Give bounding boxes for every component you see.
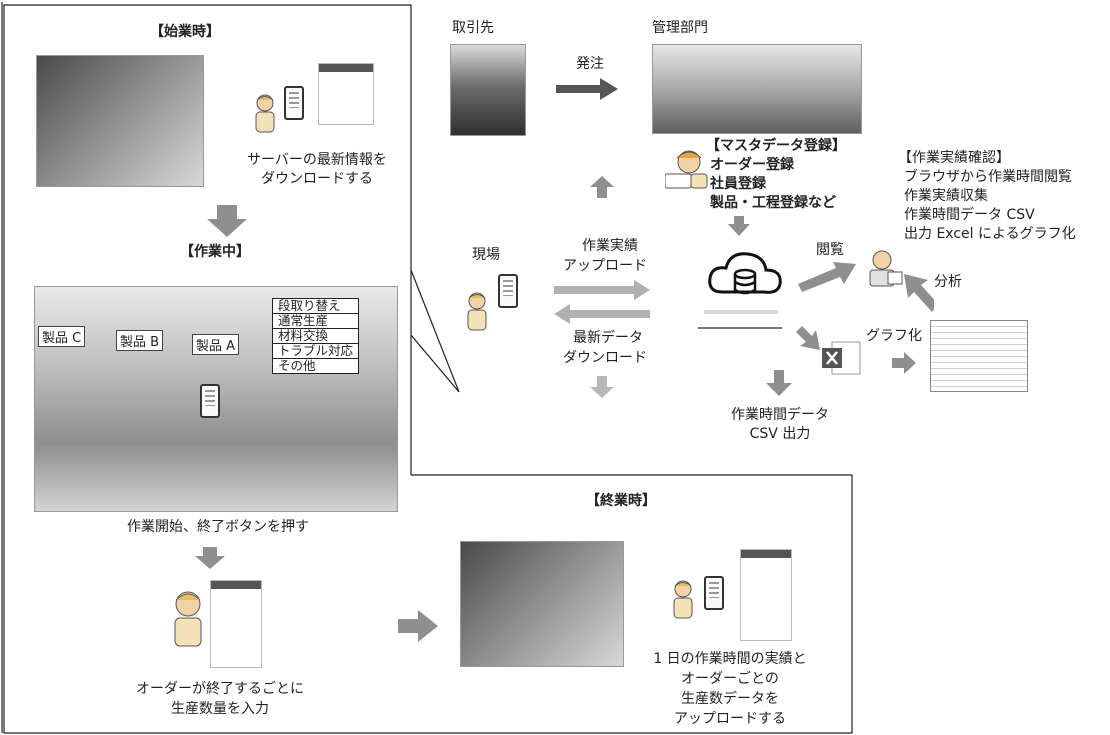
end-section-title: 【終業時】 — [586, 493, 656, 509]
product-c-label: 製品 C — [38, 326, 86, 347]
sync-arrows — [554, 280, 650, 324]
view-arrow — [798, 262, 856, 292]
during-section-title: 【作業中】 — [180, 244, 250, 260]
end-caption-line3: 生産数データを — [681, 691, 779, 707]
partner-building-photo — [450, 44, 526, 136]
master-data-title: 【マスタデータ登録】 — [706, 138, 846, 154]
down-arrow-start — [207, 205, 247, 237]
excel-sheet-thumbnail — [930, 320, 1028, 392]
csv-label-line1: 作業時間データ — [731, 407, 829, 423]
end-caption-line2: オーダーごとの — [681, 671, 779, 687]
review-browser-view: ブラウザから作業時間閲覧 — [904, 169, 1072, 185]
order-arrow — [556, 78, 618, 100]
end-screen-thumbnail — [740, 549, 792, 641]
down-arrow-csv — [766, 370, 792, 396]
end-caption-line4: アップロードする — [674, 711, 786, 727]
view-label: 閲覧 — [816, 242, 844, 258]
analysis-label: 分析 — [934, 274, 962, 290]
management-office-photo — [652, 44, 862, 134]
analysis-arrow — [904, 274, 934, 312]
tab-setup-change[interactable]: 段取り替え — [273, 299, 359, 314]
during-caption: 作業開始、終了ボタンを押す — [127, 519, 309, 535]
end-caption-line1: 1 日の作業時間の実績と — [653, 651, 807, 667]
worker-end-icon — [668, 578, 698, 626]
site-label: 現場 — [472, 247, 500, 263]
graph-arrow — [892, 352, 916, 374]
start-panel-border — [3, 4, 853, 734]
product-b-label: 製品 B — [116, 330, 164, 351]
tab-other[interactable]: その他 — [278, 358, 316, 373]
review-excel-graph: 出力 Excel によるグラフ化 — [904, 226, 1076, 242]
reviewer-icon — [864, 248, 904, 292]
start-section-title: 【始業時】 — [150, 24, 220, 40]
tab-normal-production[interactable]: 通常生産 — [273, 314, 359, 329]
master-employee-registration: 社員登録 — [710, 176, 766, 192]
order-label: 発注 — [576, 56, 604, 72]
input-caption-line2: 生産数量を入力 — [171, 701, 269, 717]
down-arrow-during — [195, 547, 225, 569]
review-title: 【作業実績確認】 — [898, 150, 1010, 166]
factory-tablet-icon — [200, 384, 220, 418]
master-product-process-registration: 製品・工程登録など — [710, 195, 836, 211]
input-caption-line1: オーダーが終了するごとに — [136, 681, 304, 697]
admin-operator-icon — [664, 148, 709, 194]
download-label-line2: ダウンロード — [563, 350, 647, 366]
start-caption-line1: サーバーの最新情報を — [247, 152, 387, 168]
excel-icon — [822, 341, 861, 375]
tab-trouble-handling[interactable]: トラブル対応 — [273, 344, 359, 359]
upload-label-line1: 作業実績 — [582, 238, 638, 254]
right-arrow-end — [398, 610, 438, 642]
master-order-registration: オーダー登録 — [710, 157, 794, 173]
site-tablet-icon — [498, 274, 518, 308]
worker-input-icon — [168, 588, 208, 654]
evening-team-photo — [460, 541, 624, 667]
management-label: 管理部門 — [652, 20, 708, 36]
cloud-database-icon — [704, 252, 782, 314]
down-arrow-download — [590, 376, 614, 398]
upload-label-line2: アップロード — [563, 258, 647, 274]
csv-label-line2: CSV 出力 — [749, 426, 811, 442]
download-label-line1: 最新データ — [573, 330, 643, 346]
app-screen-thumbnail — [318, 63, 374, 125]
server-to-excel-arrow — [796, 326, 820, 350]
review-csv: 作業時間データ CSV — [904, 207, 1035, 223]
end-tablet-icon — [704, 576, 724, 610]
morning-team-photo — [36, 55, 204, 187]
input-screen-thumbnail — [210, 580, 262, 668]
graph-label: グラフ化 — [866, 328, 922, 344]
review-collect: 作業実績収集 — [904, 188, 988, 204]
start-caption-line2: ダウンロードする — [261, 171, 373, 187]
tablet-icon — [284, 86, 304, 120]
down-arrow-to-cloud — [728, 216, 750, 236]
partner-label: 取引先 — [452, 20, 494, 36]
work-type-tabs: 段取り替え 通常生産 材料交換 トラブル対応 その他 — [272, 298, 360, 374]
up-arrow-upload — [590, 176, 614, 198]
worker-icon — [250, 92, 280, 140]
site-worker-icon — [462, 290, 492, 338]
product-a-label: 製品 A — [192, 334, 240, 355]
tab-material-change[interactable]: 材料交換 — [273, 329, 359, 344]
